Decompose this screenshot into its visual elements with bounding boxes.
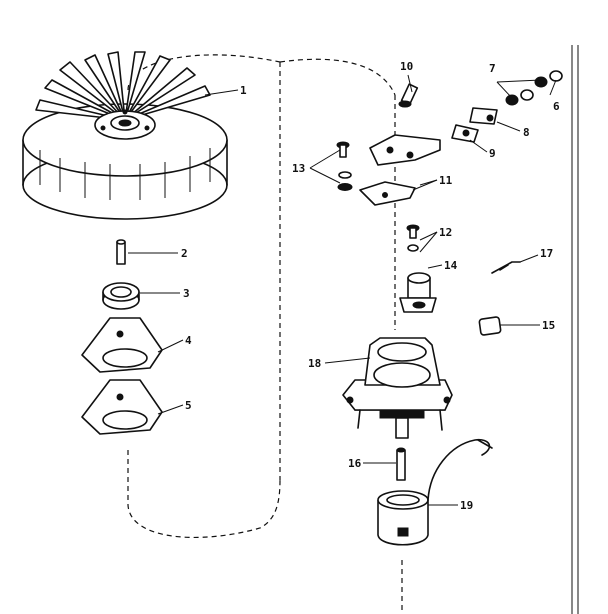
callout-18: 18 <box>308 357 321 370</box>
switch-14 <box>399 272 437 313</box>
bushing <box>102 282 140 310</box>
callout-12: 12 <box>439 226 452 239</box>
screw-12 <box>406 224 420 252</box>
motor-19 <box>377 438 493 546</box>
contact-plate-8 <box>469 107 498 125</box>
housing-outline-bottom <box>127 450 281 538</box>
callout-1: 1 <box>240 84 247 97</box>
callout-19: 19 <box>460 499 473 512</box>
callout-labels: 1 2 3 4 5 6 7 8 9 10 11 12 13 14 15 16 1… <box>181 60 560 512</box>
callout-15: 15 <box>542 319 555 332</box>
callout-3: 3 <box>183 287 190 300</box>
bracket-11 <box>359 134 441 206</box>
callout-2: 2 <box>181 247 188 260</box>
housing-outline-top-right <box>279 58 396 96</box>
screws-13 <box>336 141 353 191</box>
shaft-16 <box>396 447 406 481</box>
callout-5: 5 <box>185 399 192 412</box>
fan-flywheel <box>22 51 228 220</box>
pin <box>116 239 126 265</box>
callout-6: 6 <box>553 100 560 113</box>
callout-13: 13 <box>292 162 305 175</box>
gasket-upper <box>81 317 163 373</box>
callout-10: 10 <box>400 60 413 73</box>
callout-11: 11 <box>439 174 453 187</box>
callout-4: 4 <box>185 334 192 347</box>
callout-16: 16 <box>348 457 362 470</box>
wire-clip-17 <box>491 261 521 274</box>
pad-15 <box>478 316 502 336</box>
callout-14: 14 <box>444 259 458 272</box>
gasket-lower <box>81 379 163 435</box>
callout-17: 17 <box>540 247 553 260</box>
callout-8: 8 <box>523 126 530 139</box>
leader-lines <box>128 74 557 506</box>
callout-9: 9 <box>489 147 496 160</box>
motor-base-18 <box>342 337 453 439</box>
callout-7: 7 <box>489 62 496 75</box>
insulator-9 <box>451 124 479 143</box>
screw-10 <box>398 83 419 108</box>
